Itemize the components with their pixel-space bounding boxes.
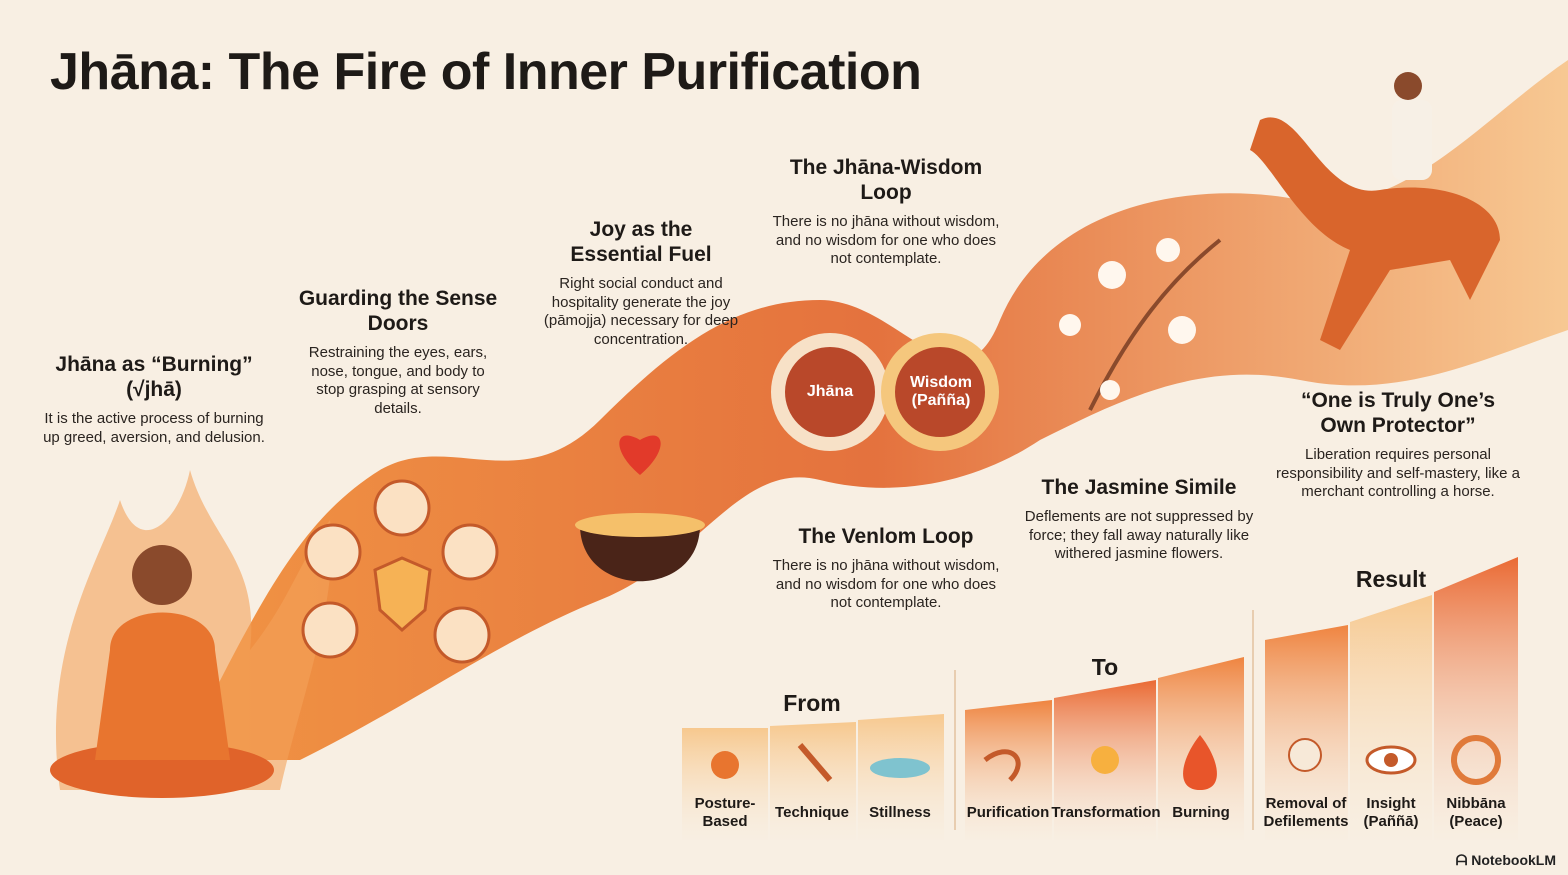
section-heading: The Jasmine Simile (1041, 476, 1237, 499)
to-item: Burning (1172, 804, 1230, 821)
from-item: Technique (775, 804, 849, 821)
to-label: To (1091, 654, 1119, 680)
to-item: Transformation (1051, 804, 1161, 821)
section-text: There is no jhāna without wisdom, and no… (772, 557, 1000, 611)
page-title: Jhāna: The Fire of Inner Purification (50, 43, 922, 101)
section-heading: Joy as the Essential Fuel (570, 218, 712, 266)
jasmine-branch-icon (1059, 238, 1222, 411)
horse-rider-icon (1250, 72, 1500, 350)
notebooklm-logo: ᗩ NotebookLM (1456, 852, 1556, 869)
result-item: Nibbāna (Peace) (1446, 795, 1506, 830)
section-text: Deflements are not suppressed by force; … (1024, 508, 1254, 562)
brand-label: NotebookLM (1471, 852, 1556, 868)
section-text: Restraining the eyes, ears, nose, tongue… (308, 344, 488, 417)
from-item: Stillness (869, 804, 931, 821)
section-text: Right social conduct and hospitality gen… (543, 275, 739, 348)
section-heading: “One is Truly One’s Own Protector” (1300, 389, 1496, 437)
section-protector: “One is Truly One’s Own Protector” Libera… (1268, 388, 1528, 502)
progression-icons (711, 735, 1501, 790)
section-heading: The Jhāna-Wisdom Loop (789, 156, 983, 204)
loop-label-wisdom: Wisdom (Pañña) (909, 374, 973, 409)
section-burning: Jhāna as “Burning” (√jhā) It is the activ… (39, 352, 269, 447)
to-item: Purification (966, 804, 1050, 821)
from-label: From (783, 690, 841, 716)
sense-doors-icons (301, 479, 499, 664)
section-heading: Guarding the Sense Doors (298, 287, 498, 335)
result-item: Insight (Paññā) (1363, 795, 1419, 830)
result-label: Result (1355, 566, 1427, 592)
loop-rings-icon (771, 333, 999, 451)
section-text: Liberation requires personal responsibil… (1276, 446, 1520, 500)
loop-label-jhana: Jhāna (806, 383, 854, 400)
from-item: Posture-Based (694, 795, 756, 830)
result-item: Removal of Defilements (1263, 795, 1349, 830)
section-heading: Jhāna as “Burning” (√jhā) (55, 353, 253, 401)
section-heading: The Venlom Loop (798, 525, 974, 548)
section-text: There is no jhāna without wisdom, and no… (772, 213, 1000, 267)
section-text: It is the active process of burning up g… (43, 410, 265, 446)
notebooklm-icon: ᗩ (1455, 852, 1472, 868)
meditating-monk-icon (50, 545, 274, 798)
cauldron-heart-icon (575, 435, 705, 582)
